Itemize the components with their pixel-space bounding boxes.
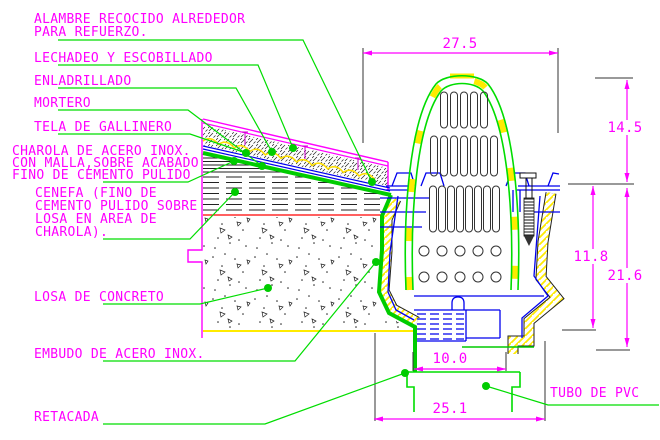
- dim-body-height: 11.8: [574, 249, 609, 265]
- leader-embudo: [103, 261, 377, 362]
- funnel-inner-liner-right: [521, 195, 549, 338]
- top-finish-line-inner: [202, 122, 389, 167]
- outlet-center-bump: [451, 296, 465, 310]
- leader-dots: [230, 144, 490, 390]
- funnel-outlet: [414, 295, 544, 342]
- water-hatch: [417, 313, 464, 340]
- label-losa: LOSA DE CONCRETO: [34, 290, 164, 305]
- dim-total-height: 21.6: [608, 268, 643, 284]
- tela-gallinero-wavy-line: [202, 137, 376, 180]
- gravel-stop-bump-2: [420, 172, 445, 187]
- dim-top-width: 27.5: [443, 36, 478, 52]
- wire-clip-2: [302, 145, 308, 159]
- leader-mortero: [58, 109, 263, 167]
- label-retacada: RETACADA: [34, 410, 99, 425]
- leader-enladrillado: [58, 87, 273, 153]
- dim-base-width: 25.1: [433, 401, 468, 417]
- concrete-slab: [187, 119, 415, 338]
- leader-tela: [58, 133, 247, 154]
- label-charola-line3: FINO DE CEMENTO PULIDO: [12, 168, 191, 183]
- top-finish-line-outer: [202, 118, 389, 163]
- dim-dome-height: 14.5: [608, 120, 643, 136]
- dome-slots-row1: [440, 91, 488, 129]
- dome-outer-line: [404, 74, 520, 291]
- label-alambre-line1: ALAMBRE RECOCIDO ALREDEDOR: [34, 12, 245, 27]
- drain-assembly: [376, 73, 565, 412]
- label-embudo: EMBUDO DE ACERO INOX.: [34, 347, 205, 362]
- leader-lechadeo: [58, 64, 294, 149]
- label-lechadeo: LECHADEO Y ESCOBILLADO: [34, 51, 213, 66]
- label-charola-line2: CON MALLA,SOBRE ACABADO: [12, 156, 199, 171]
- dome-strainer: [404, 73, 520, 291]
- dome-slots-row3: [429, 185, 500, 233]
- dome-slots-row2: [430, 135, 498, 177]
- label-cenefa-line3: LOSA EN AREA DE: [35, 212, 157, 227]
- dim-outlet-width: 10.0: [433, 351, 468, 367]
- concrete-stipple: [203, 217, 413, 329]
- label-mortero: MORTERO: [34, 96, 91, 111]
- clamp-screw: [519, 172, 537, 246]
- embudo-steel-green-line: [376, 194, 417, 372]
- labels: ALAMBRE RECOCIDO ALREDEDOR PARA REFUERZO…: [12, 12, 639, 425]
- label-tubo-pvc: TUBO DE PVC: [550, 386, 639, 401]
- label-charola-line1: CHAROLA DE ACERO INOX.: [12, 144, 191, 159]
- label-cenefa-line1: CENEFA (FINO DE: [35, 186, 157, 201]
- leader-retacada: [103, 372, 406, 425]
- mortero-blue-line-2: [202, 148, 391, 192]
- clamp-flange: [380, 172, 560, 338]
- leader-alambre: [58, 39, 373, 183]
- dome-inner-line: [411, 82, 513, 291]
- dimensions: 27.5 14.5 11.8 21.6 10.0 25.1: [362, 36, 644, 422]
- gravel-stop-bump-4: [547, 172, 560, 187]
- funnel-perforations: [418, 245, 502, 283]
- dome-yellow-hatch-band: [405, 76, 519, 291]
- label-cenefa-line2: CEMENTO PULIDO SOBRE: [35, 199, 198, 214]
- label-tela: TELA DE GALLINERO: [34, 120, 172, 135]
- leader-cenefa: [103, 191, 236, 240]
- screw-thread: [523, 197, 535, 237]
- label-enladrillado: ENLADRILLADO: [34, 74, 132, 89]
- screw-tip: [524, 236, 534, 246]
- leader-lines: [58, 39, 659, 425]
- leader-charola: [103, 160, 235, 183]
- mortero-blue-line-1: [202, 145, 391, 189]
- leader-tubo-pvc: [485, 385, 659, 406]
- label-alambre-line2: PARA REFUERZO.: [34, 25, 148, 40]
- funnel-right-wall-hatch: [508, 192, 564, 354]
- leader-losa: [103, 287, 269, 305]
- label-cenefa-line4: CHAROLA).: [35, 225, 108, 240]
- funnel-inner-liner-left: [387, 195, 415, 321]
- slab-left-edge: [187, 119, 203, 338]
- pvc-pipe: [406, 371, 521, 412]
- wire-clip-1: [242, 131, 248, 145]
